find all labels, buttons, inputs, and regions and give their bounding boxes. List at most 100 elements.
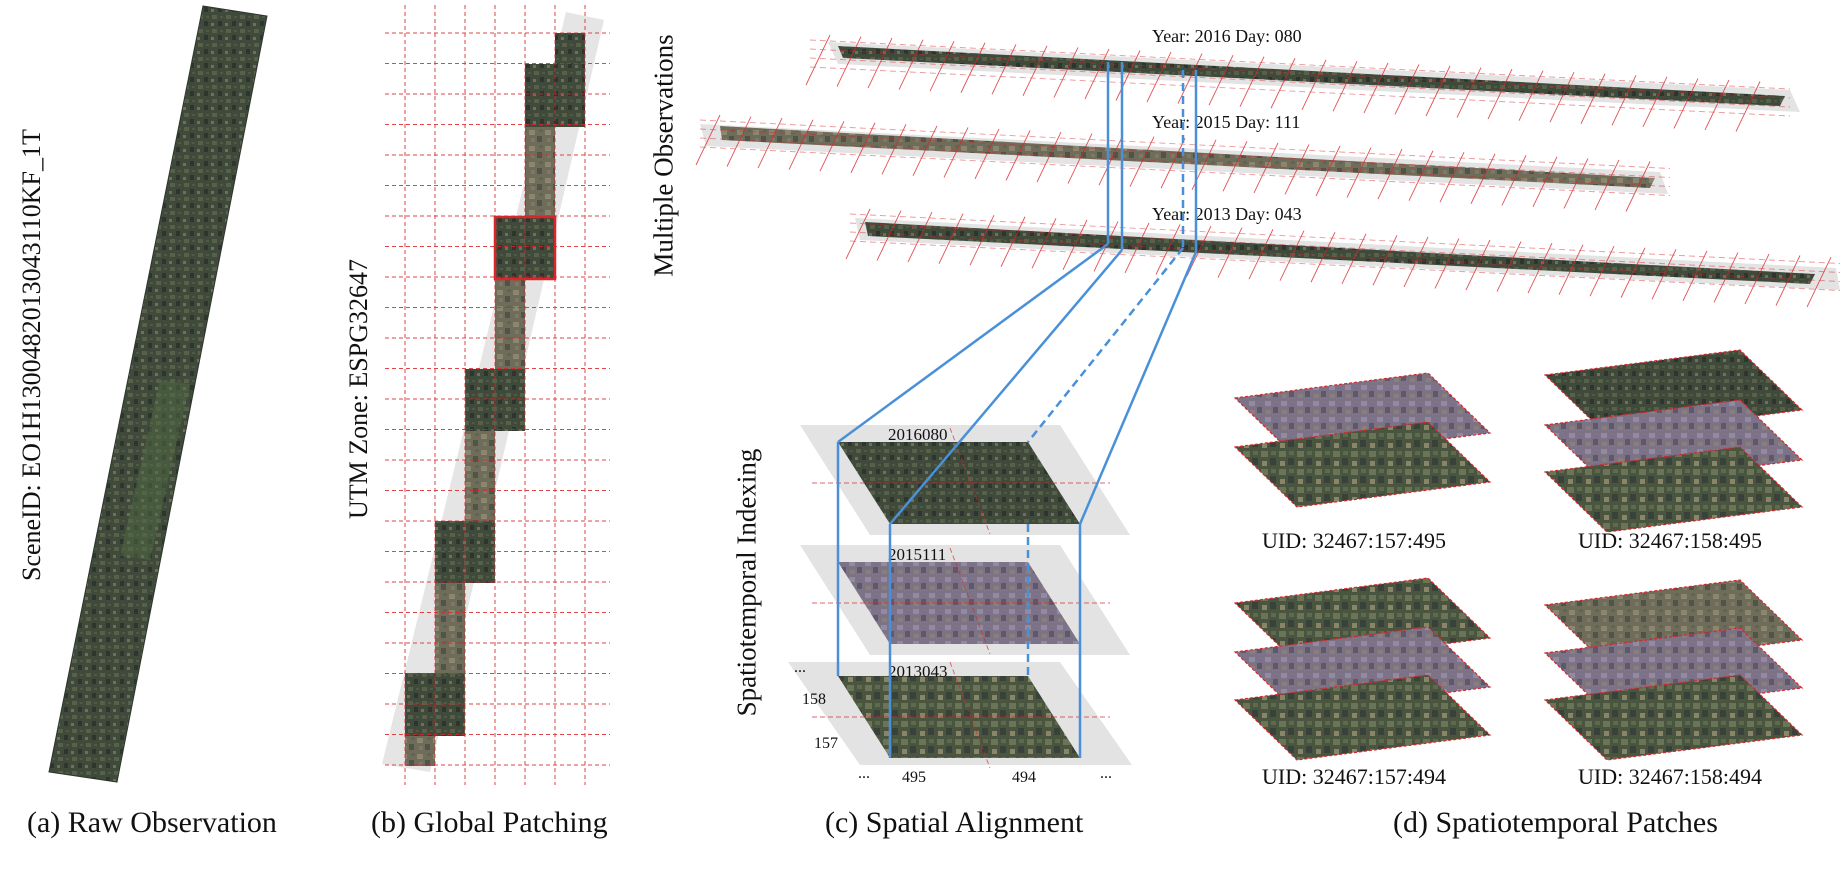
strip-guide-line — [699, 137, 1671, 187]
strip-grid-line — [695, 114, 721, 166]
strip-grid-line — [898, 39, 924, 90]
raw-observation-strip — [48, 5, 268, 783]
col-index-label: 494 — [1012, 769, 1036, 786]
strip-guide-line — [699, 119, 1671, 169]
strip-grid-line — [1270, 58, 1296, 109]
strip-grid-line — [1496, 241, 1522, 292]
strip-grid-line — [1434, 238, 1460, 289]
strip-grid-line — [1372, 235, 1398, 286]
strip-grid-line — [1651, 249, 1677, 300]
strip-guide-line — [849, 222, 1841, 273]
patch-uid-label: UID: 32467:157:495 — [1262, 528, 1446, 553]
strip-grid-line — [1558, 244, 1584, 295]
strip-grid-line — [929, 41, 955, 92]
strip-grid-line — [1253, 142, 1279, 194]
strip-guide-line — [809, 57, 1791, 108]
alignment-connectors — [836, 62, 1198, 758]
strip-grid-line — [1160, 138, 1186, 189]
stack-layer-label: 2013043 — [888, 662, 948, 681]
strip-grid-line — [1177, 53, 1203, 104]
strip-grid-line — [1279, 230, 1305, 281]
strip-grid-line — [1501, 155, 1527, 206]
caption-raw-observation: (a) Raw Observation — [27, 806, 277, 839]
strip-grid-line — [1098, 134, 1124, 186]
strip-guide-line — [809, 66, 1791, 117]
strip-grid-line — [1239, 56, 1265, 107]
caption-spatial-alignment: (c) Spatial Alignment — [825, 806, 1084, 839]
strip-grid-line — [1713, 252, 1739, 303]
patch-uid-label: UID: 32467:158:495 — [1578, 528, 1762, 553]
strip-grid-line — [1735, 81, 1761, 132]
strip-grid-line — [1465, 239, 1491, 291]
strip-grid-line — [1527, 242, 1553, 294]
strip-grid-line — [1470, 153, 1496, 204]
strip-guide-line — [849, 231, 1841, 282]
strip-grid-line — [1806, 256, 1832, 308]
strip-grid-line — [850, 122, 876, 173]
strip-grid-line — [1208, 54, 1234, 106]
stack-layer-2016080 — [800, 425, 1130, 535]
multiple-observation-strips: Year: 2016 Day: 080 Year: 2015 Day: 111 … — [695, 26, 1841, 308]
strip-grid-line — [819, 121, 845, 172]
strip-guide-line — [809, 39, 1791, 90]
strip-grid-line — [1642, 76, 1668, 128]
spatiotemporal-indexing-label: Spatiotemporal Indexing — [731, 448, 762, 717]
strip-grid-line — [1673, 78, 1699, 129]
strip-guide-line — [699, 128, 1671, 178]
strip-grid-line — [1425, 65, 1451, 117]
strip-grid-line — [1549, 72, 1575, 123]
strip-grid-line — [1580, 73, 1606, 124]
aligned-patch-stack: 2016080 2015111 2013043 158 157 495 494 … — [788, 425, 1132, 786]
strip-grid-line — [1456, 67, 1482, 118]
strip-grid-line — [1594, 159, 1620, 211]
multiple-observations-label: Multiple Observations — [648, 34, 679, 277]
observation-label-2013: Year: 2013 Day: 043 — [1152, 204, 1302, 224]
strip-grid-line — [1053, 47, 1079, 98]
patch-uid-label: UID: 32467:157:494 — [1262, 764, 1446, 789]
strip-grid-line — [1394, 64, 1420, 115]
ellipsis-label: ... — [858, 765, 870, 782]
stack-grid-line — [949, 547, 991, 655]
strip-grid-line — [1315, 145, 1341, 197]
strip-grid-line — [1625, 161, 1651, 212]
strip-grid-line — [969, 215, 995, 266]
scene-id-label: SceneID: EO1H1300482013043110KF_1T — [17, 129, 46, 581]
strip-grid-line — [805, 34, 831, 86]
strip-grid-line — [836, 36, 862, 87]
strip-grid-line — [1611, 75, 1637, 126]
strip-grid-line — [876, 210, 902, 261]
patch-tiles — [405, 33, 585, 766]
strip-grid-line — [1036, 131, 1062, 183]
observation-label-2015: Year: 2015 Day: 111 — [1152, 112, 1300, 132]
strip-grid-line — [1682, 250, 1708, 302]
row-index-label: 157 — [814, 735, 838, 752]
strip-guide-line — [849, 240, 1841, 291]
strip-grid-line — [938, 213, 964, 264]
caption-spatiotemporal-patches: (d) Spatiotemporal Patches — [1393, 806, 1718, 839]
ellipsis-label: ... — [794, 659, 806, 676]
strip-grid-line — [1408, 150, 1434, 201]
strip-grid-line — [881, 124, 907, 175]
strip-grid-line — [1704, 79, 1730, 131]
patch-uid-label: UID: 32467:158:494 — [1578, 764, 1762, 789]
row-index-label: 158 — [802, 691, 826, 708]
strip-grid-line — [726, 116, 752, 167]
strip-guide-line — [809, 48, 1791, 99]
strip-grid-line — [1222, 141, 1248, 192]
strip-grid-line — [867, 37, 893, 89]
strip-grid-line — [974, 128, 1000, 180]
stack-layer-label: 2016080 — [888, 425, 948, 444]
patch-stack-157-495 — [1233, 372, 1492, 508]
strip-grid-line — [788, 119, 814, 170]
stack-grid-line — [949, 661, 991, 769]
strip-grid-line — [1146, 51, 1172, 103]
strip-grid-line — [1186, 225, 1212, 277]
observation-label-2016: Year: 2016 Day: 080 — [1152, 26, 1302, 46]
strip-grid-line — [1332, 61, 1358, 112]
strip-grid-line — [1217, 227, 1243, 278]
strip-grid-line — [1744, 253, 1770, 305]
strip-grid-line — [1341, 233, 1367, 284]
strip-grid-line — [1115, 50, 1141, 101]
utm-zone-label: UTM Zone: ESPG32647 — [344, 259, 373, 519]
